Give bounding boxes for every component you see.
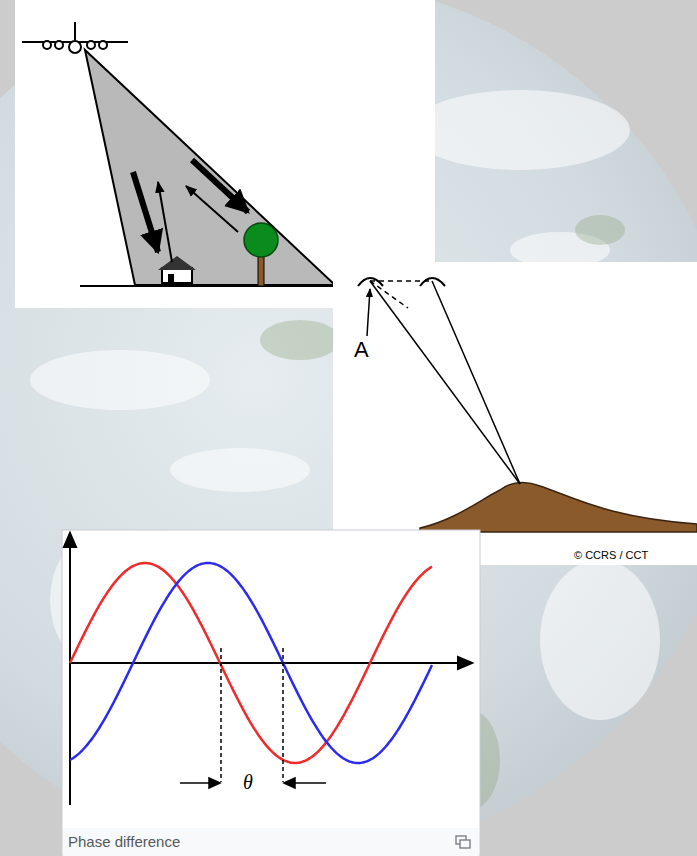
axes [64, 533, 472, 805]
callout-letter: A [354, 338, 369, 362]
house-symbol [158, 256, 196, 283]
figure-caption: Phase difference [68, 834, 180, 851]
interferometry-panel [333, 262, 697, 565]
leader-line [367, 289, 370, 336]
enlarge-icon [456, 836, 470, 848]
range-lines [370, 281, 520, 484]
phase-panel [62, 530, 480, 856]
phase-markers [180, 648, 326, 788]
tree-symbol [244, 223, 278, 286]
radar-beam [85, 50, 335, 285]
backscatter-arrows [133, 160, 248, 262]
phase-symbol: θ [243, 771, 253, 793]
mountain [420, 483, 697, 532]
blue-wave [70, 563, 432, 763]
radar-panel [15, 0, 435, 308]
copyright-note: © CCRS / CCT [574, 549, 648, 561]
caption-band [63, 828, 479, 856]
airplane-symbol [22, 22, 128, 53]
ground-line [80, 285, 338, 287]
red-wave [70, 563, 432, 763]
